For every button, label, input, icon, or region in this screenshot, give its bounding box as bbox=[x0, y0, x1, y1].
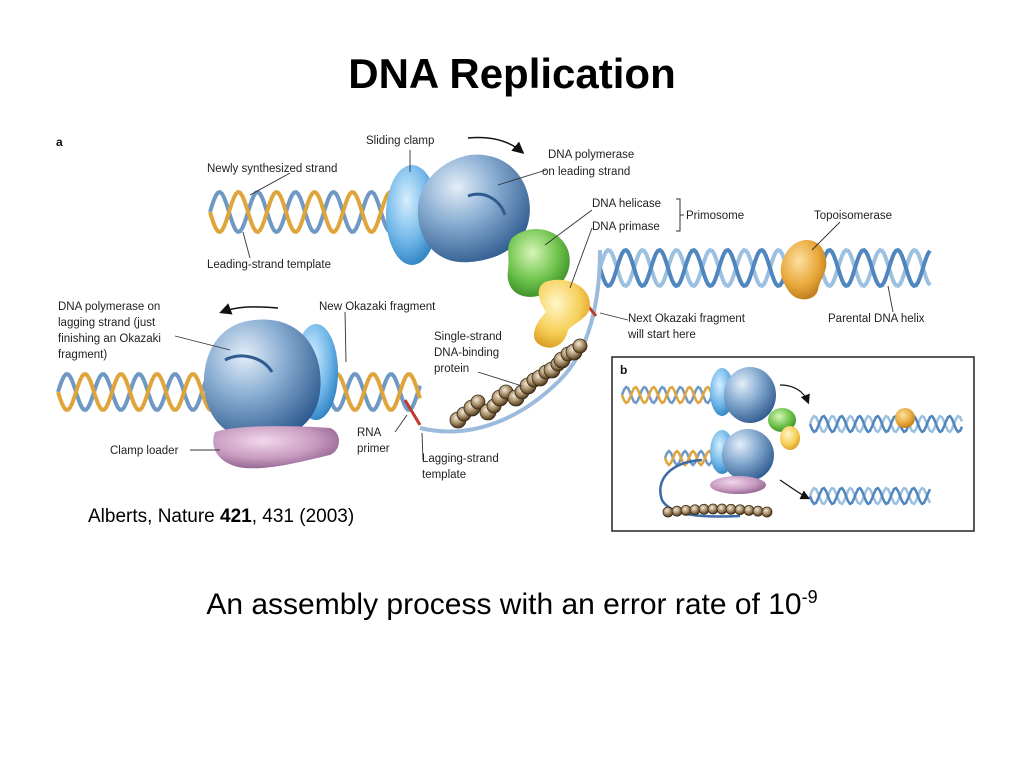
rna-primer-mark bbox=[403, 399, 422, 426]
error-rate-statement: An assembly process with an error rate o… bbox=[0, 588, 1024, 622]
lagging-motion-arrow bbox=[219, 303, 279, 315]
tagline-text: An assembly process with an error rate o… bbox=[206, 588, 802, 621]
label-rna-primer-2: primer bbox=[357, 443, 390, 455]
slide-title: DNA Replication bbox=[348, 50, 676, 97]
label-lagging-template-2: template bbox=[422, 469, 466, 481]
tagline-exponent: -9 bbox=[801, 587, 818, 607]
leading-polymerase-complex bbox=[386, 154, 530, 265]
helicase-shape bbox=[507, 228, 570, 297]
citation: Alberts, Nature 421, 431 (2003) bbox=[88, 506, 354, 528]
inset-ssb-proteins bbox=[662, 503, 773, 518]
inset-lagging-polymerase bbox=[722, 429, 774, 481]
label-new-okazaki-fragment: New Okazaki fragment bbox=[319, 301, 436, 313]
label-dna-helicase: DNA helicase bbox=[592, 198, 661, 210]
lagging-polymerase-complex bbox=[203, 319, 339, 469]
label-ssb-2: DNA-binding bbox=[434, 347, 499, 359]
inset-primase bbox=[780, 426, 800, 450]
label-parental-dna-helix: Parental DNA helix bbox=[828, 313, 925, 325]
topoisomerase-shape bbox=[780, 240, 827, 300]
panel-a-label: a bbox=[56, 135, 63, 149]
lagging-strand-template bbox=[419, 249, 602, 434]
primase-shape bbox=[533, 279, 590, 348]
inset-arrow-top bbox=[779, 384, 810, 405]
label-dna-primase: DNA primase bbox=[592, 221, 660, 233]
inset-helicase bbox=[768, 408, 796, 432]
label-ssb-1: Single-strand bbox=[434, 331, 502, 343]
inset-helices bbox=[620, 385, 964, 506]
ssb-proteins bbox=[449, 338, 588, 429]
label-leading-strand-template: Leading-strand template bbox=[207, 259, 331, 271]
primosome-bracket bbox=[676, 198, 684, 232]
panel-b-label: b bbox=[620, 363, 627, 377]
leading-polymerase-shape bbox=[417, 154, 530, 263]
label-primosome: Primosome bbox=[686, 210, 744, 222]
inset-arrow-bottom bbox=[779, 479, 811, 500]
label-pol-lagging-3: finishing an Okazaki bbox=[58, 333, 161, 345]
citation-suffix: , 431 (2003) bbox=[251, 506, 355, 527]
inset-clamp-loader bbox=[710, 476, 766, 494]
label-clamp-loader: Clamp loader bbox=[110, 445, 179, 457]
citation-volume: 421 bbox=[220, 506, 252, 527]
label-next-okazaki-2: will start here bbox=[627, 329, 696, 341]
label-sliding-clamp: Sliding clamp bbox=[366, 135, 434, 147]
label-pol-lagging-2: lagging strand (just bbox=[58, 317, 156, 329]
label-pol-leading-1: DNA polymerase bbox=[548, 149, 634, 161]
label-next-okazaki-1: Next Okazaki fragment bbox=[628, 313, 746, 325]
inset-lagging-loop bbox=[659, 458, 741, 518]
label-newly-synthesized-strand: Newly synthesized strand bbox=[207, 163, 337, 175]
leader-lines bbox=[174, 150, 894, 461]
label-ssb-3: protein bbox=[434, 363, 469, 375]
clamp-loader-shape bbox=[213, 426, 339, 469]
label-topoisomerase: Topoisomerase bbox=[814, 210, 892, 222]
lagging-polymerase-shape bbox=[203, 319, 321, 440]
inset-topoisomerase bbox=[895, 408, 915, 428]
label-lagging-template-1: Lagging-strand bbox=[422, 453, 499, 465]
leading-motion-arrow bbox=[467, 136, 525, 154]
label-pol-lagging-1: DNA polymerase on bbox=[58, 301, 160, 313]
inset-leading-polymerase bbox=[724, 367, 776, 423]
citation-prefix: Alberts, Nature bbox=[88, 506, 220, 527]
label-pol-leading-2: on leading strand bbox=[542, 166, 630, 178]
label-rna-primer-1: RNA bbox=[357, 427, 382, 439]
inset-panel-b: b bbox=[611, 356, 975, 532]
label-pol-lagging-4: fragment) bbox=[58, 349, 107, 361]
